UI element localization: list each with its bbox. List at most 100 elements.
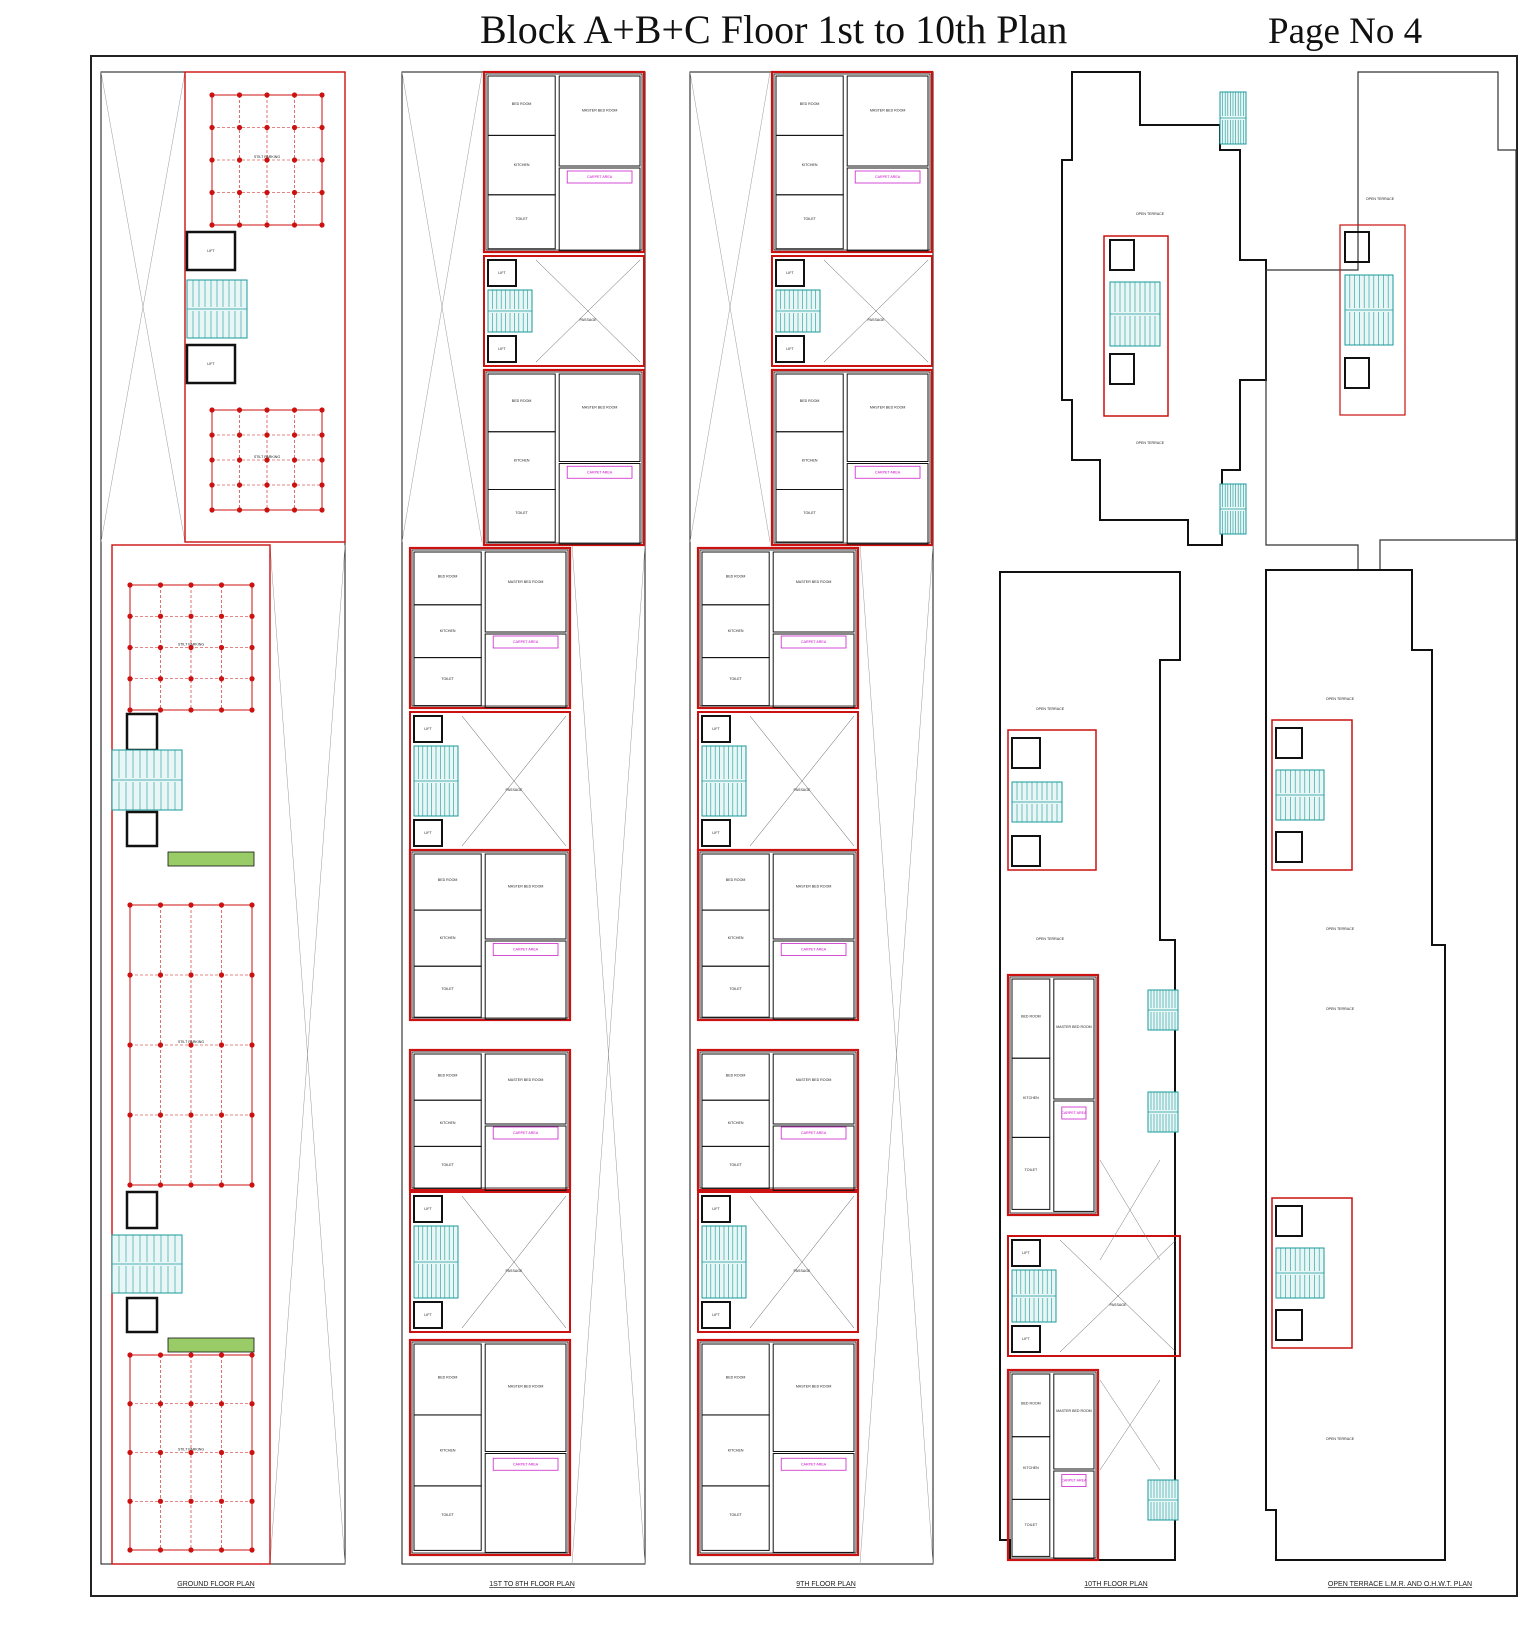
room bbox=[1011, 1498, 1051, 1557]
room-label: OPEN TERRACE bbox=[1036, 707, 1065, 711]
room-label: KITCHEN bbox=[802, 459, 818, 463]
room bbox=[484, 1125, 567, 1191]
column bbox=[236, 482, 243, 488]
room bbox=[701, 1343, 770, 1416]
room-label: MASTER BED ROOM bbox=[508, 1078, 544, 1082]
lmr-outline bbox=[1339, 224, 1406, 416]
room bbox=[846, 373, 929, 462]
apartment-wall bbox=[485, 371, 643, 544]
apartment-wall bbox=[699, 1051, 857, 1189]
column bbox=[188, 1401, 194, 1407]
room bbox=[701, 1485, 770, 1551]
column bbox=[209, 189, 215, 196]
room-label: MASTER BED ROOM bbox=[582, 406, 618, 410]
room-label: PASSAGE bbox=[580, 318, 598, 322]
column bbox=[249, 1498, 255, 1504]
column bbox=[188, 1042, 194, 1048]
lift-shaft bbox=[1011, 1325, 1041, 1353]
room-label: TOILET bbox=[1025, 1168, 1038, 1172]
core-outline bbox=[697, 1191, 859, 1333]
column bbox=[127, 676, 133, 682]
column bbox=[188, 1352, 194, 1358]
room-label: PASSAGE bbox=[506, 788, 524, 792]
room-label: TOILET bbox=[515, 217, 528, 221]
column bbox=[127, 1042, 133, 1048]
room-label: OPEN TERRACE bbox=[1326, 927, 1355, 931]
room bbox=[1011, 978, 1051, 1059]
room-label: MASTER BED ROOM bbox=[796, 884, 832, 888]
room-label: KITCHEN bbox=[514, 163, 530, 167]
column bbox=[157, 1498, 164, 1504]
column bbox=[319, 407, 325, 413]
lift-shaft bbox=[487, 259, 517, 287]
carpet-area-box bbox=[1061, 1474, 1087, 1487]
column bbox=[188, 902, 194, 908]
column bbox=[188, 644, 194, 651]
column bbox=[249, 582, 255, 588]
column bbox=[157, 902, 164, 908]
column bbox=[291, 124, 298, 131]
column bbox=[291, 407, 298, 413]
apartment-outline bbox=[408, 1048, 572, 1192]
column bbox=[188, 1449, 194, 1456]
lift-shaft bbox=[1275, 831, 1303, 863]
room-label: MASTER BED ROOM bbox=[508, 884, 544, 888]
room-label: BED ROOM bbox=[726, 1073, 746, 1077]
apartment-outline bbox=[696, 1048, 860, 1192]
column bbox=[209, 92, 215, 98]
column bbox=[209, 222, 215, 228]
void-cross bbox=[1099, 1159, 1161, 1261]
lift-shaft bbox=[1275, 1205, 1303, 1237]
room-label: BED ROOM bbox=[800, 102, 820, 106]
room bbox=[487, 194, 556, 250]
carpet-area-box bbox=[492, 1126, 559, 1140]
column bbox=[249, 972, 255, 978]
lift-shaft bbox=[701, 1195, 731, 1223]
room bbox=[772, 1125, 855, 1191]
column bbox=[127, 707, 133, 713]
column bbox=[264, 92, 270, 98]
column bbox=[157, 644, 164, 651]
column bbox=[127, 644, 133, 651]
column bbox=[157, 1042, 164, 1048]
column bbox=[209, 432, 215, 438]
column bbox=[291, 189, 298, 196]
lift-shaft bbox=[413, 1195, 443, 1223]
room bbox=[484, 1453, 567, 1553]
room bbox=[487, 489, 556, 543]
room-label: PASSAGE bbox=[868, 318, 886, 322]
carpet-area-box bbox=[780, 1457, 847, 1471]
room-label: BED ROOM bbox=[438, 575, 458, 579]
column bbox=[218, 1352, 225, 1358]
void-cross bbox=[749, 715, 855, 847]
apartment-outline bbox=[408, 848, 572, 1022]
room-label: BED ROOM bbox=[438, 878, 458, 882]
column bbox=[157, 613, 164, 619]
column bbox=[157, 1547, 164, 1553]
room-label: MASTER BED ROOM bbox=[1056, 1025, 1092, 1029]
apartment-outline bbox=[770, 70, 934, 254]
column bbox=[209, 124, 215, 131]
room bbox=[558, 167, 641, 252]
apartment-wall bbox=[773, 371, 931, 544]
lift-shaft bbox=[487, 335, 517, 363]
room bbox=[558, 373, 641, 462]
room-label: MASTER BED ROOM bbox=[508, 1384, 544, 1388]
room-label: KITCHEN bbox=[728, 629, 744, 633]
column bbox=[264, 124, 270, 131]
apartment-wall bbox=[411, 549, 569, 707]
room-label: BED ROOM bbox=[726, 878, 746, 882]
column bbox=[264, 457, 270, 463]
column bbox=[236, 157, 243, 163]
column bbox=[188, 1498, 194, 1504]
room-label: BED ROOM bbox=[726, 1375, 746, 1379]
carpet-area-box bbox=[566, 465, 633, 479]
room-label: BED ROOM bbox=[438, 1073, 458, 1077]
apartment-wall bbox=[1009, 1371, 1097, 1559]
column bbox=[236, 407, 243, 413]
apartment-outline bbox=[696, 546, 860, 710]
room-label: TOILET bbox=[1025, 1523, 1038, 1527]
